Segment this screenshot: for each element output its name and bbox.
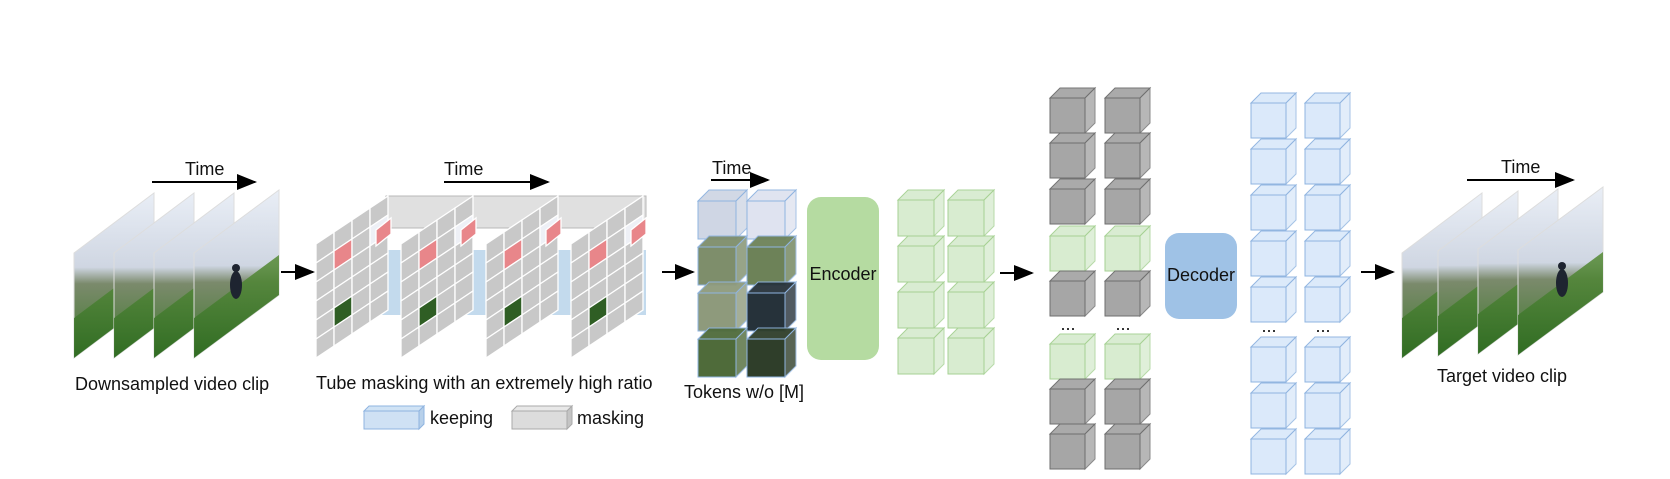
masked-top-patch [460,216,477,248]
reconstructed-token [1249,381,1298,430]
reconstructed-token [1303,275,1352,324]
decoder-box [1165,233,1237,319]
reconstructed-token [1249,91,1298,140]
token-ellipsis: ... [1315,316,1330,336]
reconstructed-token [1303,137,1352,186]
legend-masking-label: masking [577,408,644,428]
token-ellipsis: ... [1115,314,1130,334]
reconstructed-token [1249,229,1298,278]
video-frame [1517,186,1604,356]
encoder-block: Encoder [807,197,879,360]
encoder-output-tokens [896,188,996,376]
masked-frame [485,194,562,360]
masked-top-patch [375,216,392,248]
reconstructed-token [1249,427,1298,476]
tube-masking-label: Tube masking with an extremely high rati… [316,373,653,393]
reconstructed-token [1249,275,1298,324]
reconstructed-token [1303,381,1352,430]
image-token [696,234,749,287]
legend-masking: masking [510,404,644,431]
patch-cell [539,289,559,324]
encoded-token [896,280,946,330]
mask-token [1103,269,1152,318]
encoded-token [896,234,946,284]
keeping-tube-band [316,250,646,315]
mask-token [1103,422,1152,471]
decoder-output-tokens: ...... [1249,91,1352,476]
patch-cell [454,289,474,324]
reconstructed-token [1303,427,1352,476]
reconstructed-token [1249,183,1298,232]
target-label: Target video clip [1437,366,1567,386]
decoder-input-tokens: ...... [1048,86,1152,471]
mask-token [1103,131,1152,180]
reconstructed-token [1303,91,1352,140]
masked-frames [315,194,647,360]
encoded-token [946,234,996,284]
visible-tokens: Time Tokens w/o [M] [684,158,804,402]
video-frame [193,189,280,359]
masked-top-patch [545,216,562,248]
mask-token [1048,86,1097,135]
token-ellipsis: ... [1261,316,1276,336]
encoded-token [896,326,946,376]
downsampled-video-clip: Time Downsampled video clip [73,159,280,394]
downsampled-label: Downsampled video clip [75,374,269,394]
image-token [745,280,798,333]
time-label: Time [444,159,483,179]
encoded-token [896,188,946,238]
reconstructed-token [1303,229,1352,278]
time-label: Time [1501,157,1540,177]
encoded-token [946,326,996,376]
encoded-token [1103,224,1152,273]
masked-top-patch [630,216,647,248]
tube-masking-diagram: Time Tube masking with an extremely high… [315,159,653,431]
image-token [745,234,798,287]
reconstructed-token [1303,183,1352,232]
encoded-token [946,280,996,330]
target-video-clip: Time Target video clip [1401,157,1604,386]
reconstructed-token [1249,335,1298,384]
masked-frame [315,194,392,360]
patch-cell [624,289,644,324]
mask-token [1048,377,1097,426]
image-token [745,188,798,241]
encoder-box [807,197,879,360]
encoded-token [1048,224,1097,273]
masked-frame [570,194,647,360]
mask-token [1048,131,1097,180]
masked-frame [400,194,477,360]
mask-token [1048,422,1097,471]
patch-cell [369,289,389,324]
token-ellipsis: ... [1060,314,1075,334]
mask-token [1048,177,1097,226]
legend-keeping: keeping [362,404,493,431]
encoder-label: Encoder [809,264,876,284]
token-grid [696,188,798,379]
image-token [745,326,798,379]
image-token [696,326,749,379]
mask-token [1103,177,1152,226]
image-token [696,188,749,241]
mask-token [1103,86,1152,135]
reconstructed-token [1249,137,1298,186]
encoded-token [1103,332,1152,381]
mask-token [1103,377,1152,426]
legend-keeping-label: keeping [430,408,493,428]
mask-token [1048,269,1097,318]
decoder-block: Decoder [1165,233,1237,319]
time-label: Time [185,159,224,179]
encoded-token [1048,332,1097,381]
image-token [696,280,749,333]
tokens-label: Tokens w/o [M] [684,382,804,402]
encoded-token [946,188,996,238]
decoder-label: Decoder [1167,265,1235,285]
reconstructed-token [1303,335,1352,384]
time-label: Time [712,158,751,178]
